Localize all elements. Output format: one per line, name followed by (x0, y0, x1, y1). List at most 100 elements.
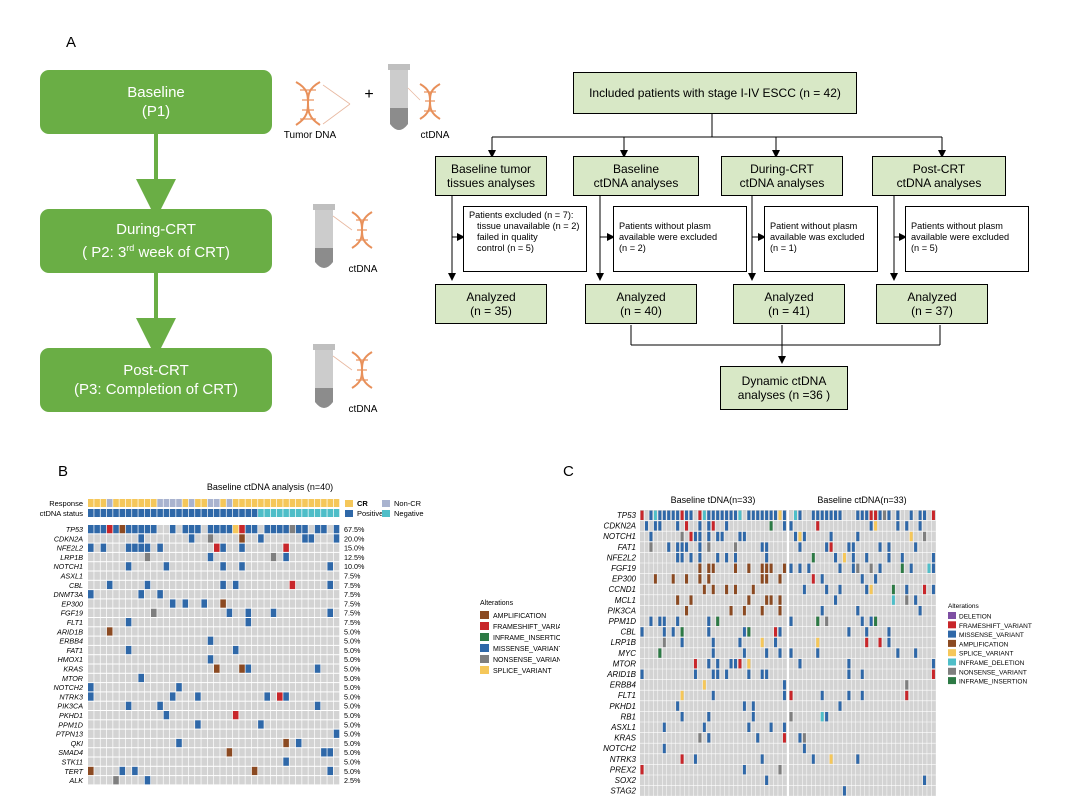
mutation-cell (226, 729, 233, 738)
mutation-cell (277, 738, 283, 748)
mutation-cell (220, 562, 226, 571)
status-cell (176, 509, 182, 517)
mutation-cell (207, 627, 214, 636)
mutation-cell (264, 683, 270, 692)
panel-c-oncoprint: Baseline tDNA(n=33)Baseline ctDNA(n=33)T… (603, 495, 1032, 797)
mutation-cell (711, 637, 715, 648)
mutation-cell (100, 673, 107, 683)
mutation-cell (314, 664, 321, 673)
mutation-cell (151, 627, 157, 636)
mutation-cell (838, 510, 842, 520)
mutation-cell (232, 776, 239, 785)
mutation-cell (778, 595, 782, 605)
mutation-cell (662, 510, 666, 520)
mutation-cell (176, 711, 182, 720)
panel-c-legend-title: Alterations (948, 603, 979, 610)
mutation-cell (132, 645, 138, 655)
mutation-cell (851, 542, 855, 552)
status-cell (220, 509, 226, 517)
branch-title: ctDNA analyses (896, 176, 982, 190)
mutation-cell (923, 531, 927, 542)
mutation-cell (138, 757, 144, 766)
status-cell (100, 509, 107, 517)
mutation-cell (302, 580, 308, 590)
mutation-cell (119, 580, 126, 590)
status-cell (151, 509, 157, 517)
mutation-cell (321, 580, 327, 590)
mutation-cell (226, 627, 233, 636)
panel-b-title: Baseline ctDNA analysis (n=40) (207, 482, 333, 492)
analyzed-box-tumor: Analyzed (n = 35) (435, 284, 547, 324)
mutation-cell (789, 690, 793, 701)
mutation-cell (226, 655, 233, 664)
mutation-cell (106, 552, 113, 562)
mutation-cell (94, 552, 100, 562)
mutation-cell (308, 627, 315, 636)
mutation-cell (232, 552, 239, 562)
mutation-cell (226, 571, 233, 580)
mutation-cell (295, 618, 302, 627)
mutation-cell (258, 776, 264, 785)
mutation-cell (807, 563, 811, 573)
mutation-cell (125, 562, 132, 571)
ctdna-icon-baseline (407, 83, 441, 120)
mutation-cell (869, 521, 873, 531)
mutation-cell (100, 599, 107, 608)
mutation-cell (321, 534, 327, 543)
mutation-cell (88, 776, 94, 785)
mutation-cell (144, 627, 151, 636)
mutation-cell (333, 664, 340, 673)
mutation-cell (327, 608, 333, 617)
mutation-cell (176, 525, 182, 534)
legend-label: MISSENSE_VARIANT (493, 646, 560, 653)
mutation-cell (220, 720, 226, 729)
mutation-cell (132, 683, 138, 692)
mutation-cell (270, 729, 277, 738)
mutation-cell (113, 711, 119, 720)
gene-pct: 10.0% (344, 562, 365, 571)
mutation-cell (232, 571, 239, 580)
mutation-cell (119, 543, 126, 552)
mutation-cell (270, 738, 277, 748)
mutation-cell (195, 692, 201, 701)
mutation-cell (151, 738, 157, 748)
mutation-cell (896, 648, 900, 658)
mutation-cell (169, 627, 176, 636)
mutation-cell (214, 766, 220, 776)
mutation-cell (169, 701, 176, 710)
gene-label: ASXL1 (610, 723, 636, 732)
mutation-cell (860, 690, 864, 701)
mutation-cell (321, 636, 327, 645)
mutation-cell (264, 664, 270, 673)
mutation-cell (258, 599, 264, 608)
mutation-cell (742, 606, 746, 616)
status-cell (239, 509, 245, 517)
mutation-cell (201, 766, 207, 776)
mutation-cell (251, 766, 258, 776)
mutation-cell (119, 683, 126, 692)
gene-pct: 5.0% (344, 767, 361, 776)
mutation-cell (308, 636, 315, 645)
mutation-cell (662, 627, 666, 637)
mutation-cell (321, 571, 327, 580)
mutation-cell (151, 645, 157, 655)
mutation-cell (321, 683, 327, 692)
mutation-cell (283, 664, 289, 673)
mutation-cell (157, 590, 163, 599)
mutation-cell (226, 580, 233, 590)
mutation-cell (742, 701, 746, 711)
mutation-cell (220, 655, 226, 664)
mutation-cell (151, 664, 157, 673)
mutation-cell (277, 534, 283, 543)
gene-pct: 5.0% (344, 720, 361, 729)
excluded-line: (n = 2) (619, 243, 646, 253)
mutation-cell (685, 510, 689, 520)
mutation-cell (778, 648, 782, 658)
mutation-cell (188, 590, 195, 599)
mutation-cell (747, 563, 751, 573)
legend-swatch-positive (345, 510, 353, 517)
mutation-cell (270, 618, 277, 627)
mutation-cell (798, 510, 802, 520)
mutation-cell (163, 664, 170, 673)
mutation-cell (195, 525, 201, 534)
